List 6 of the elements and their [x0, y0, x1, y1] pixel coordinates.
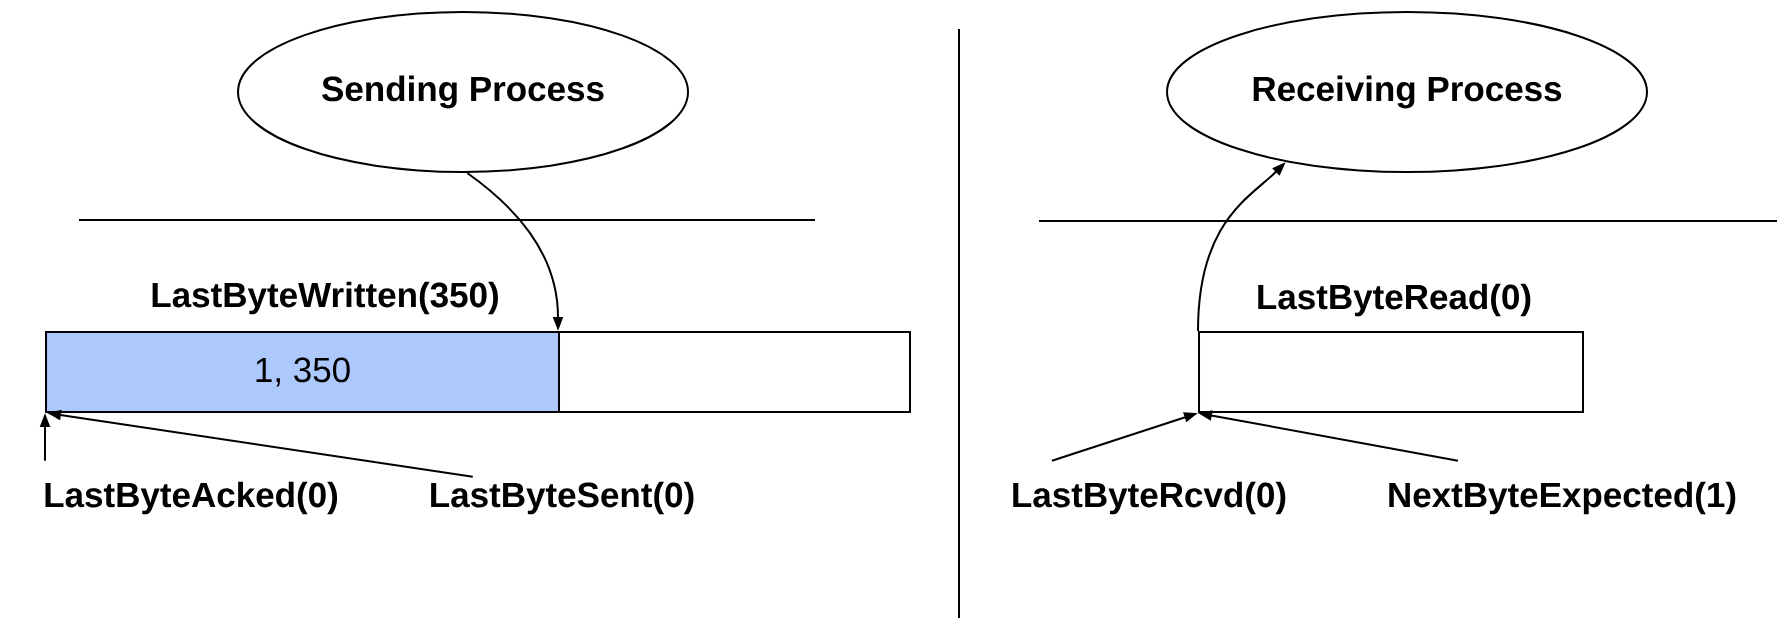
filled-region: 1, 350	[45, 331, 560, 413]
buffer-box	[1198, 331, 1584, 413]
pointer-label: LastByteAcked(0)	[45, 481, 338, 515]
pointer-label: LastByteSent(0)	[431, 481, 694, 515]
pointer-label: NextByteExpected(1)	[1389, 481, 1736, 515]
pointer-label: LastByteRcvd(0)	[1013, 481, 1286, 515]
